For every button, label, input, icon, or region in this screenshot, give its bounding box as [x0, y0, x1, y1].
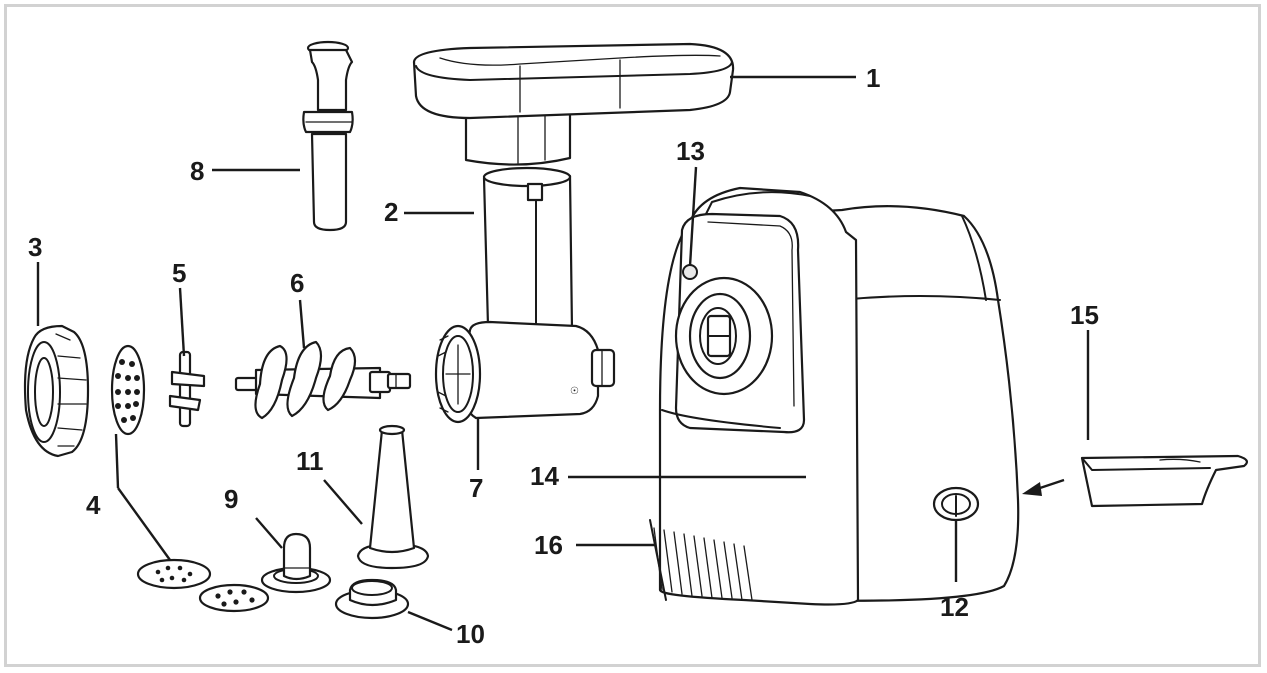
- main-motor-housing: [649, 186, 1020, 606]
- part-2-grinder-head-body: ☉: [460, 166, 616, 420]
- label-2: 2: [384, 197, 398, 227]
- svg-text:☉: ☉: [570, 386, 579, 397]
- part-3-ring-nut: [23, 324, 90, 458]
- label-14: 14: [530, 461, 559, 491]
- label-6: 6: [290, 268, 304, 298]
- air-vents: [649, 519, 753, 601]
- diagram-frame: [4, 4, 1261, 667]
- label-11: 11: [296, 446, 324, 476]
- leader-lines: [36, 75, 1090, 632]
- part-1-hopper-tray: [412, 42, 735, 166]
- label-1: 1: [866, 63, 880, 93]
- part-number-labels: 1 2 3 4 5 6 7 8 9 10 11 12 13 14 15 16: [28, 63, 1099, 649]
- label-4: 4: [86, 490, 101, 520]
- part-6-auger-worm-screw: [234, 340, 412, 420]
- part-4-grinding-plate: [110, 344, 146, 436]
- part-11-sausage-funnel: [356, 424, 430, 570]
- part-7-grinder-ring-end: [434, 324, 482, 424]
- label-5: 5: [172, 258, 186, 288]
- part-4-spare-plates: [136, 558, 270, 613]
- label-10: 10: [456, 619, 485, 649]
- part-5-cutting-blade: [168, 350, 206, 428]
- label-9: 9: [224, 484, 238, 514]
- label-12: 12: [940, 592, 969, 622]
- arrow-icon: [1022, 482, 1042, 496]
- label-16: 16: [534, 530, 563, 560]
- part-15-storage-tray: [1080, 454, 1248, 508]
- part-9-kebbe-attachment: [260, 532, 332, 594]
- label-13: 13: [676, 136, 705, 166]
- label-7: 7: [469, 473, 483, 503]
- label-3: 3: [28, 232, 42, 262]
- label-8: 8: [190, 156, 204, 186]
- part-10-kebbe-ring: [334, 578, 410, 620]
- label-15: 15: [1070, 300, 1099, 330]
- part-8-food-pusher: [302, 40, 354, 232]
